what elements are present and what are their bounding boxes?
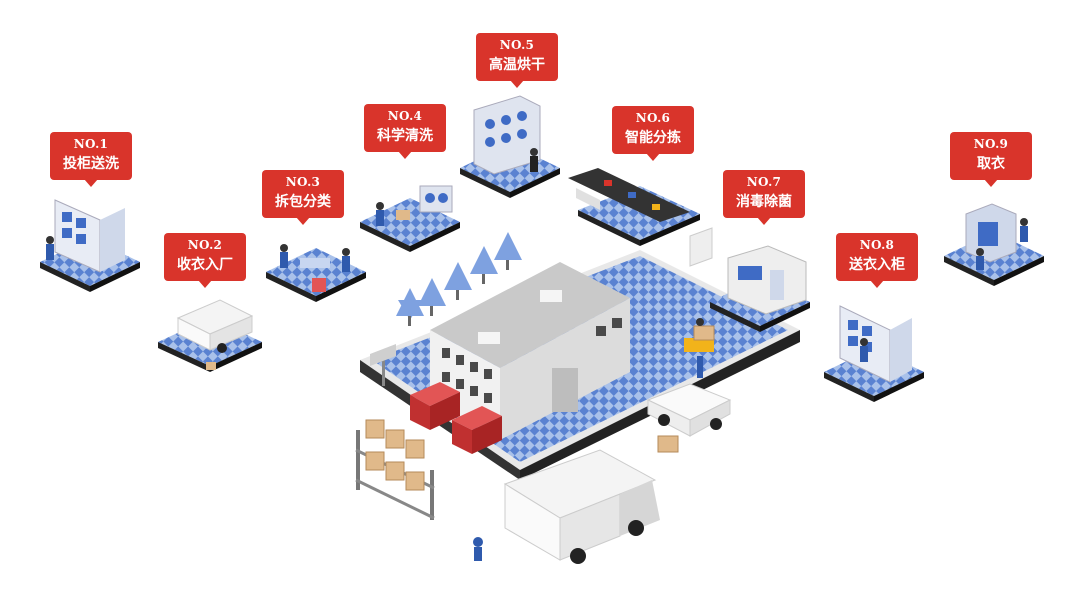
step-2-label: NO.2 收衣入厂 (164, 233, 246, 288)
station-2-truck (158, 299, 262, 372)
step-4-name: 科学清洗 (377, 128, 433, 144)
step-3-label: NO.3 拆包分类 (262, 170, 344, 225)
step-8-number: NO.8 (859, 238, 895, 252)
step-6-label: NO.6 智能分拣 (612, 106, 694, 161)
forklift (684, 318, 715, 378)
station-9-pickup (944, 203, 1044, 286)
step-9-label: NO.9 取衣 (950, 132, 1032, 187)
station-8-locker (824, 305, 924, 402)
red-bins (410, 382, 502, 454)
station-6-conveyor (568, 168, 713, 267)
step-1-name: 投柜送洗 (63, 156, 119, 172)
step-2-number: NO.2 (187, 238, 223, 252)
step-1-label: NO.1 投柜送洗 (50, 132, 132, 187)
step-1-number: NO.1 (73, 137, 109, 151)
step-3-number: NO.3 (285, 175, 321, 189)
step-9-name: 取衣 (977, 156, 1005, 172)
delivery-van (646, 383, 732, 453)
step-4-label: NO.4 科学清洗 (364, 104, 446, 159)
step-8-name: 送衣入柜 (849, 257, 905, 273)
station-4-washing (360, 185, 460, 252)
station-3-sorting (266, 244, 366, 302)
step-2-name: 收衣入厂 (177, 257, 233, 273)
step-9-number: NO.9 (973, 137, 1009, 151)
step-8-label: NO.8 送衣入柜 (836, 233, 918, 288)
storage-shelf (355, 419, 435, 520)
sign-post (370, 344, 396, 386)
step-3-name: 拆包分类 (275, 194, 331, 210)
station-5-drying (460, 95, 560, 198)
step-5-number: NO.5 (499, 38, 535, 52)
step-7-number: NO.7 (746, 175, 782, 189)
trees (396, 232, 522, 326)
step-6-number: NO.6 (635, 111, 671, 125)
step-7-label: NO.7 消毒除菌 (723, 170, 805, 225)
step-7-name: 消毒除菌 (736, 194, 792, 210)
step-5-name: 高温烘干 (489, 57, 545, 73)
step-6-name: 智能分拣 (625, 130, 681, 146)
station-7-disinfection (710, 245, 810, 332)
step-5-label: NO.5 高温烘干 (476, 33, 558, 88)
delivery-truck (473, 449, 660, 564)
station-1-locker (40, 199, 140, 292)
step-4-number: NO.4 (387, 109, 423, 123)
